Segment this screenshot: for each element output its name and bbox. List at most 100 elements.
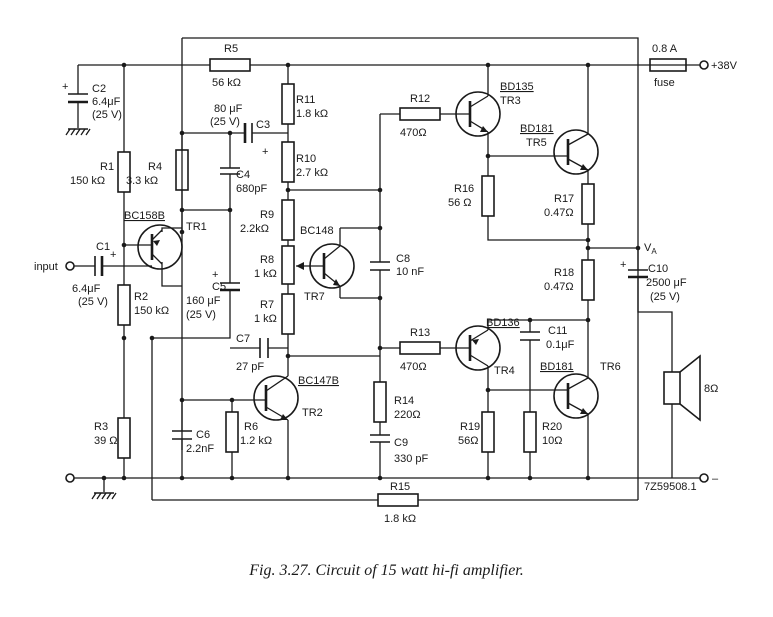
r4-value: 3.3 kΩ [126,175,158,187]
figure-caption: Fig. 3.27. Circuit of 15 watt hi-fi ampl… [249,562,524,579]
r8-wiper-arrow [296,262,304,270]
r9-value: 2.2kΩ [240,223,269,235]
tr5-type: BD181 [520,123,554,135]
c2-plus: + [62,81,68,93]
tr2-ref: TR2 [302,407,323,419]
transistor-tr3 [455,91,501,137]
c9-value: 330 pF [394,453,429,465]
r15-value: 1.8 kΩ [384,513,416,525]
c3-plus: + [262,146,268,158]
r2-value: 150 kΩ [134,305,169,317]
resistor-r14 [373,381,387,423]
r15-ref: R15 [390,481,410,493]
supply-voltage: +38V [711,60,738,72]
r8-ref: R8 [260,254,274,266]
capacitor-c6 [172,430,192,440]
tr1-type: BC158B [124,210,165,222]
capacitor-c1 [94,256,104,276]
c10-ref: C10 [648,263,668,275]
c1-plus: + [110,249,116,261]
capacitor-c3 [243,123,253,143]
resistor-r1 [117,151,131,193]
transistor-tr1 [124,224,183,270]
transistor-tr2 [253,375,299,421]
c11-ref: C11 [548,325,567,337]
r3-value: 39 Ω [94,435,118,447]
transistor-tr4 [455,325,501,371]
c4-ref: C4 [236,169,250,181]
c3-rating: (25 V) [210,116,240,128]
r20-ref: R20 [542,421,562,433]
transistor-tr7 [309,228,355,298]
c5-rating: (25 V) [186,309,216,321]
resistor-r10 [281,141,295,183]
r14-value: 220Ω [394,409,421,421]
c2-rating: (25 V) [92,109,122,121]
r1-ref: R1 [100,161,114,173]
labels: + + + + + C2 6.4μF (25 V) R1 150 kΩ R4 3… [34,43,738,525]
r16-value: 56 Ω [448,197,472,209]
c7-value: 27 pF [236,361,264,373]
ground-terminal-right [699,473,709,483]
resistor-r12 [399,107,441,121]
r1-value: 150 kΩ [70,175,105,187]
drawing-code: 7Z59508.1 [644,481,697,493]
resistor-r6 [225,411,239,453]
supply-terminal [699,60,709,70]
r18-value: 0.47Ω [544,281,574,293]
c10-rating: (25 V) [650,291,680,303]
r19-value: 56Ω [458,435,478,447]
capacitor-c11 [520,331,540,341]
resistor-r18 [581,259,595,301]
transistor-tr5 [553,129,599,175]
ground-symbol [91,492,117,500]
resistor-r20 [523,411,537,453]
c8-ref: C8 [396,253,410,265]
tr6-type: BD181 [540,361,574,373]
c6-ref: C6 [196,429,210,441]
r8-value: 1 kΩ [254,268,277,280]
r2-ref: R2 [134,291,148,303]
c9-ref: C9 [394,437,408,449]
c7-ref: C7 [236,333,250,345]
resistors [117,58,595,507]
r10-value: 2.7 kΩ [296,167,328,179]
c5-ref: C5 [212,281,226,293]
c11-value: 0.1μF [546,339,575,351]
r7-value: 1 kΩ [254,313,277,325]
tr4-ref: TR4 [494,365,515,377]
r9-ref: R9 [260,209,274,221]
r14-ref: R14 [394,395,414,407]
tr2-type: BC147B [298,375,339,387]
r4-ref: R4 [148,161,162,173]
r13-ref: R13 [410,327,430,339]
resistor-r3 [117,417,131,459]
c1-rating: (25 V) [78,296,108,308]
c4-value: 680pF [236,183,267,195]
r5-value: 56 kΩ [212,77,241,89]
resistor-r13 [399,341,441,355]
ground-terminal-left [65,473,75,483]
r17-value: 0.47Ω [544,207,574,219]
capacitor-c7 [259,338,269,358]
tr3-ref: TR3 [500,95,521,107]
tr1-ref: TR1 [186,221,207,233]
resistor-r19 [481,411,495,453]
wiring [74,37,700,501]
r7-ref: R7 [260,299,274,311]
tr4-type: BD136 [486,317,520,329]
r3-ref: R3 [94,421,108,433]
input-terminal [65,261,75,271]
resistor-r16 [481,175,495,217]
c6-value: 2.2nF [186,443,214,455]
r12-value: 470Ω [400,127,427,139]
r18-ref: R18 [554,267,574,279]
resistor-r11 [281,83,295,125]
c10-plus: + [620,259,626,271]
tr3-type: BD135 [500,81,534,93]
resistor-r4 [175,149,189,191]
fuse-rating: 0.8 A [652,43,678,55]
fuse-label: fuse [654,77,675,89]
tr7-type: BC148 [300,225,334,237]
